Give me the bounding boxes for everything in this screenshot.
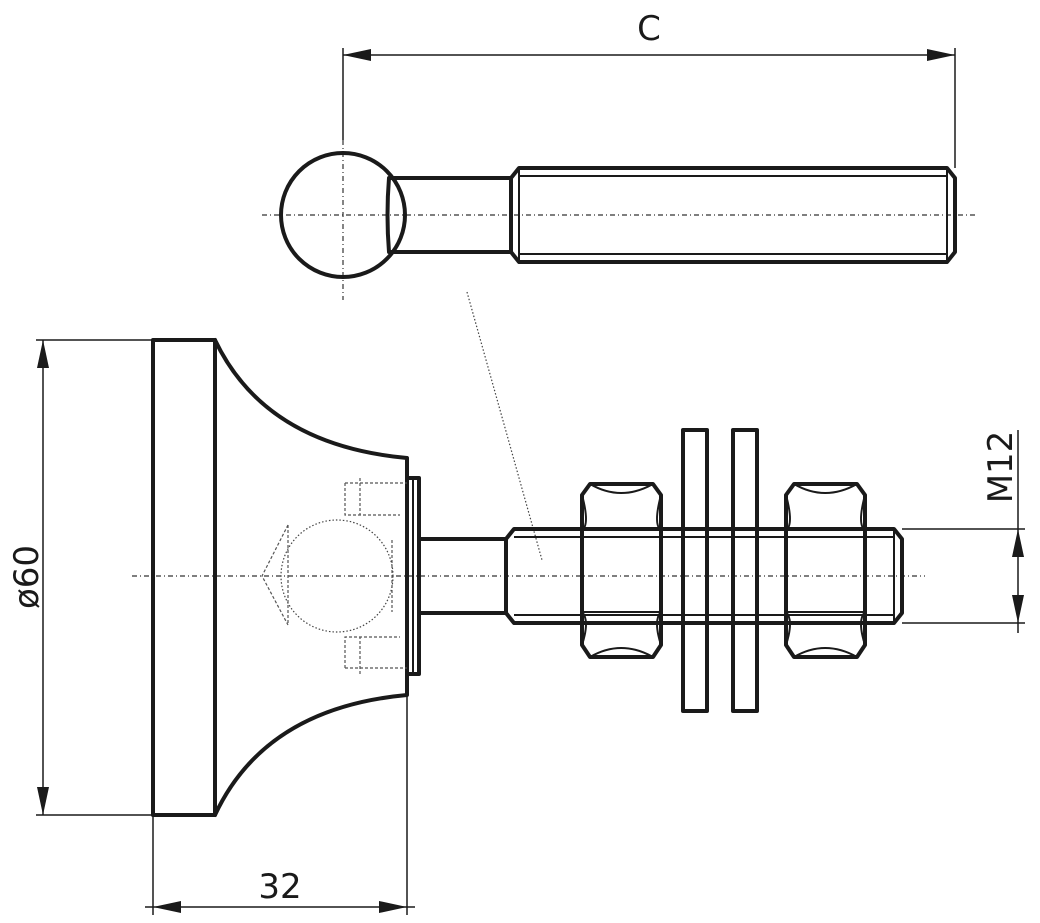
lever-neck xyxy=(385,176,513,254)
socket-cup-hidden xyxy=(261,524,289,626)
washer-left xyxy=(681,428,709,713)
dimension-base-diameter: ø60 xyxy=(7,339,153,816)
washer-right xyxy=(731,428,759,713)
arrow-left xyxy=(343,49,371,61)
ball-joint-hidden xyxy=(280,519,394,633)
clamping-lever xyxy=(262,140,975,300)
dimension-base-height: 32 xyxy=(145,695,415,915)
dimension-thread-size: M12 xyxy=(902,430,1025,633)
hex-nut-left-faces xyxy=(581,483,662,658)
arrow-top xyxy=(1012,529,1024,557)
dimension-label-thread: M12 xyxy=(981,431,1021,504)
stud-neck xyxy=(417,537,508,615)
arrow-right xyxy=(379,901,407,913)
base-pad xyxy=(151,338,217,817)
dimension-label-c: C xyxy=(637,9,661,49)
arrow-top xyxy=(37,340,49,368)
socket-retainer-bottom-hidden xyxy=(344,636,407,674)
arrow-bottom xyxy=(37,787,49,815)
lever-ball-knob xyxy=(279,151,407,279)
stud-thread xyxy=(504,527,904,625)
dimension-label-diameter: ø60 xyxy=(7,545,47,609)
arrow-right xyxy=(927,49,955,61)
arrow-left xyxy=(153,901,181,913)
lever-insertion-leader xyxy=(466,291,543,561)
lever-shank xyxy=(509,166,957,264)
socket-retainer-top-hidden xyxy=(344,478,407,516)
hex-nut-right-faces xyxy=(785,483,866,658)
dimension-lever-length: C xyxy=(342,9,956,168)
hex-nut-left xyxy=(580,482,663,659)
socket-inner-hidden xyxy=(287,525,393,625)
leveling-foot-assembly xyxy=(132,338,925,817)
arrow-bottom xyxy=(1012,595,1024,623)
base-flare-profile xyxy=(213,338,409,817)
hex-nut-right xyxy=(784,482,867,659)
dimension-label-height: 32 xyxy=(258,867,301,907)
